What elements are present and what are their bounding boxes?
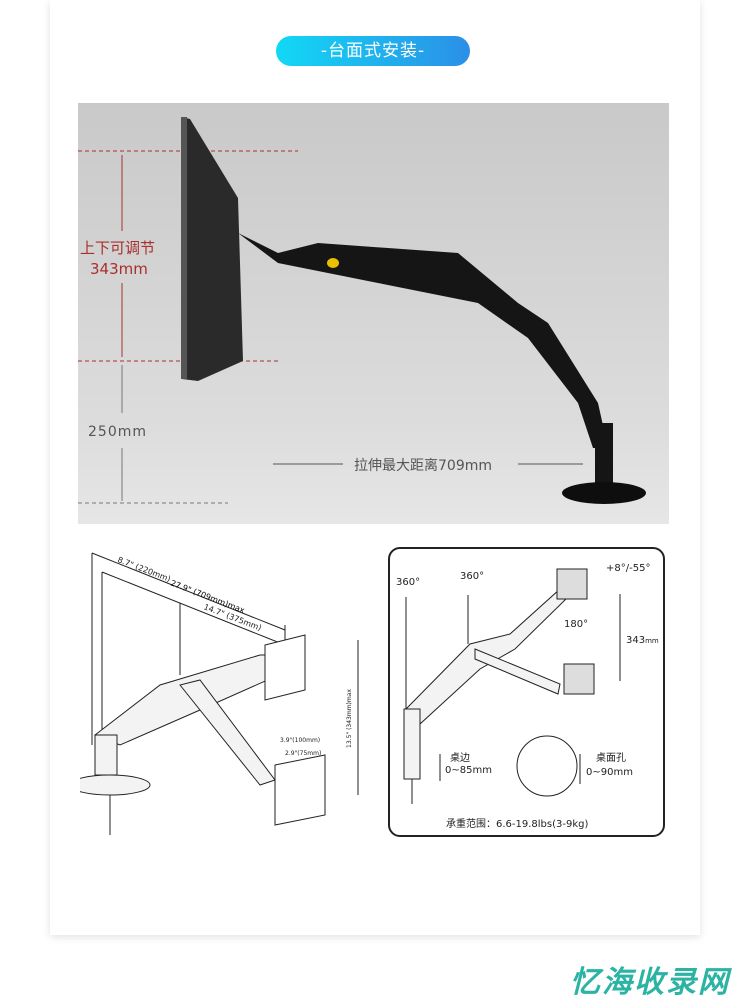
load-range: 承重范围：6.6-19.8lbs(3-9kg) [446, 819, 589, 830]
vesa-75-label: 2.9"(75mm) [285, 750, 322, 757]
base-rotation-label: 360° [396, 577, 421, 588]
product-photo: 上下可调节 343mm 250mm 拉伸最大距离709mm [78, 103, 669, 524]
feature-diagram: 360° 360° +8°/-55° 180° 343mm 桌边 0~85mm … [388, 547, 665, 837]
max-extension-label: 拉伸最大距离709mm [354, 458, 492, 474]
section-title: -台面式安装- [276, 36, 470, 66]
height-adjust-value: 343mm [90, 260, 148, 278]
desk-edge-label: 桌边 [450, 753, 470, 764]
feature-drawing [403, 568, 621, 804]
height-adjust-label: 上下可调节 [80, 239, 156, 257]
desk-edge-range: 0~85mm [445, 765, 492, 776]
joint-rotation-label: 360° [460, 571, 485, 582]
vertical-label: 13.5" (343mm)max [345, 689, 353, 748]
dimension-diagram: 27.9" (709mm)max 8.7" (220mm) 14.7" (375… [80, 545, 380, 840]
vesa-100-label: 3.9"(100mm) [280, 737, 321, 744]
monitor-arm-photo [78, 117, 646, 504]
watermark-logo: 忆海收录网 [570, 965, 730, 1000]
tilt-label: +8°/-55° [606, 563, 651, 574]
swivel-label: 180° [564, 619, 589, 630]
desk-hole-label: 桌面孔 [596, 753, 626, 764]
height-unit: mm [645, 637, 659, 645]
base-height-label: 250mm [88, 424, 147, 440]
height-value: 343 [626, 635, 646, 646]
dimension-drawing: 27.9" (709mm)max [80, 552, 359, 835]
desk-hole-range: 0~90mm [586, 767, 633, 778]
